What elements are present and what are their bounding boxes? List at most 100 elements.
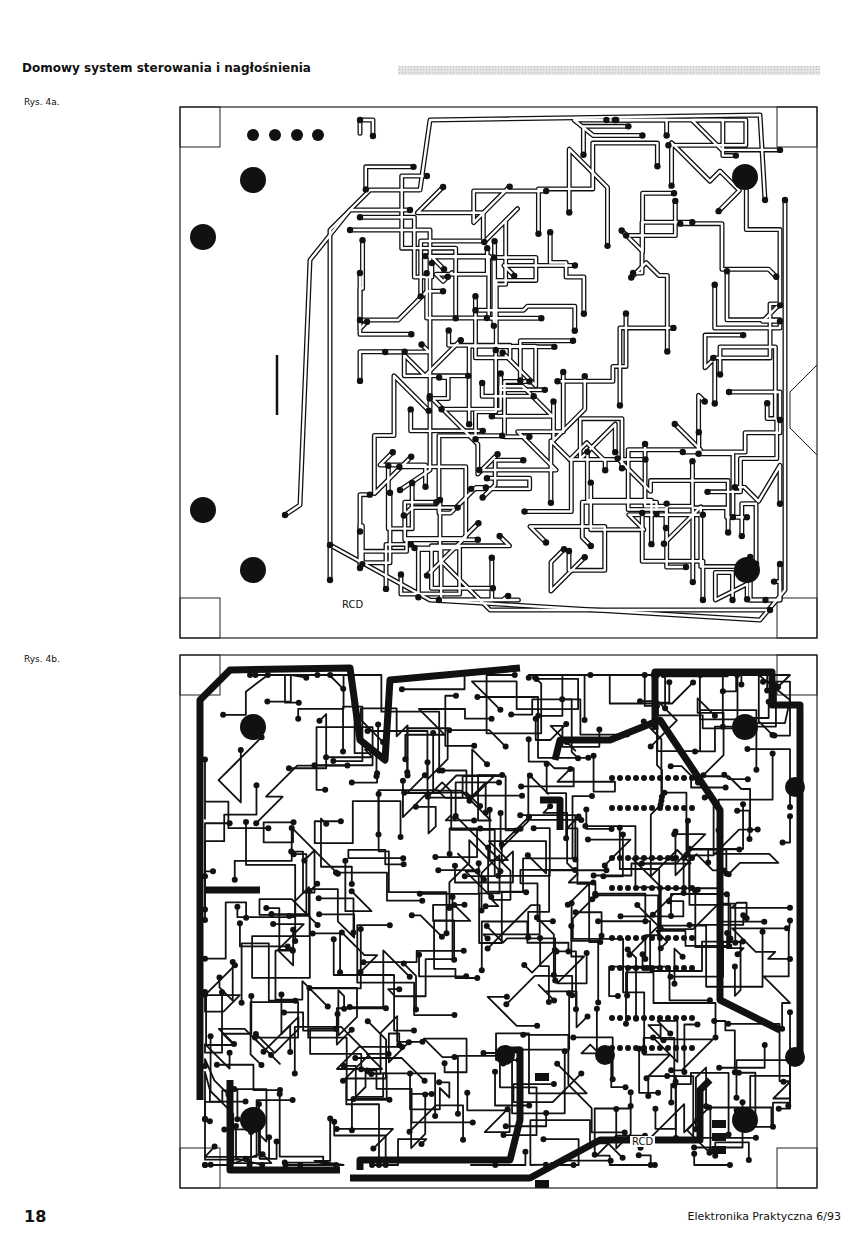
pad — [301, 857, 307, 863]
pad — [628, 1089, 634, 1095]
pad — [617, 965, 623, 971]
pad — [397, 487, 403, 493]
pad — [668, 913, 674, 919]
pad — [625, 946, 631, 952]
pad — [732, 963, 738, 969]
track — [286, 1118, 344, 1165]
track-inner — [366, 167, 414, 190]
pad — [668, 182, 674, 188]
pad — [407, 974, 413, 980]
pad — [364, 1067, 370, 1073]
pad — [591, 753, 597, 759]
pad — [724, 268, 730, 274]
track-inner — [404, 340, 468, 376]
pad — [762, 597, 768, 603]
pad — [642, 672, 648, 678]
pad — [633, 805, 639, 811]
pad — [746, 836, 752, 842]
track-inner — [330, 200, 785, 620]
pad — [202, 1117, 208, 1123]
pad — [233, 1123, 239, 1129]
pad — [667, 1031, 673, 1037]
pad — [484, 923, 490, 929]
pad — [681, 885, 687, 891]
pad — [344, 763, 350, 769]
pad — [287, 1049, 293, 1055]
pad — [374, 770, 380, 776]
pad — [248, 993, 254, 999]
pad — [534, 1023, 540, 1029]
pad — [429, 1091, 435, 1097]
pad — [619, 465, 625, 471]
pad — [334, 1126, 340, 1132]
pad — [349, 1127, 355, 1133]
track-inner — [551, 441, 605, 503]
pad — [519, 793, 525, 799]
mounting-hole — [495, 1045, 515, 1065]
pad — [256, 1101, 262, 1107]
pad — [534, 915, 540, 921]
pad — [423, 270, 429, 276]
pad — [543, 1110, 549, 1116]
pad — [672, 198, 678, 204]
pad — [352, 1055, 358, 1061]
pad — [777, 417, 783, 423]
track — [336, 873, 422, 901]
pad — [633, 965, 639, 971]
track — [557, 756, 614, 792]
pad — [552, 977, 558, 983]
pad — [341, 1063, 347, 1069]
pad — [723, 785, 729, 791]
track-inner — [440, 500, 770, 610]
pad — [234, 1116, 240, 1122]
pad — [453, 693, 459, 699]
mounting-hole — [269, 129, 281, 141]
pad — [484, 245, 490, 251]
pad — [562, 1048, 568, 1054]
pad — [330, 758, 336, 764]
pad — [503, 1001, 509, 1007]
track — [404, 964, 416, 1010]
pad — [227, 820, 233, 826]
pad — [617, 805, 623, 811]
pad — [636, 1152, 642, 1158]
pad — [658, 926, 664, 932]
pad — [202, 1162, 208, 1168]
pad — [310, 930, 316, 936]
track-outline — [713, 304, 780, 358]
pad — [289, 947, 295, 953]
pad — [732, 940, 738, 946]
pad — [517, 377, 523, 383]
pad — [350, 930, 356, 936]
pad — [385, 463, 391, 469]
pad — [359, 561, 365, 567]
pad — [365, 1018, 371, 1024]
pad — [777, 501, 783, 507]
track-inner — [557, 313, 626, 381]
pad — [401, 512, 407, 518]
track — [736, 1060, 790, 1109]
track — [334, 939, 414, 1030]
pad — [364, 319, 370, 325]
pad — [657, 775, 663, 781]
pad — [771, 733, 777, 739]
pad — [401, 790, 407, 796]
track-inner — [618, 458, 728, 532]
pad — [777, 318, 783, 324]
pad — [645, 1093, 651, 1099]
pad — [691, 1151, 697, 1157]
pad — [537, 935, 543, 941]
pad — [407, 207, 413, 213]
pad — [649, 935, 655, 941]
track — [310, 1029, 361, 1070]
pad — [642, 918, 648, 924]
track-outline — [439, 436, 502, 513]
pad — [439, 934, 445, 940]
pad — [665, 805, 671, 811]
track — [723, 675, 790, 691]
pad — [483, 810, 489, 816]
pad — [641, 855, 647, 861]
pad — [261, 1049, 267, 1055]
pad — [603, 117, 609, 123]
pad — [641, 965, 647, 971]
